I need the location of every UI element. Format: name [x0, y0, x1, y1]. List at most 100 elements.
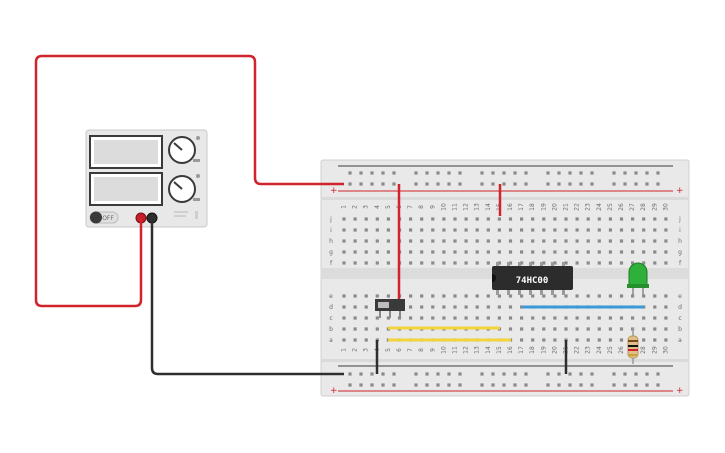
hole[interactable] [597, 239, 601, 243]
rail-hole[interactable] [634, 182, 638, 186]
hole[interactable] [653, 316, 657, 320]
rail-hole[interactable] [480, 372, 484, 376]
hole[interactable] [531, 239, 535, 243]
rail-hole[interactable] [645, 372, 649, 376]
hole[interactable] [586, 217, 590, 221]
hole[interactable] [542, 327, 546, 331]
rail-hole[interactable] [568, 372, 572, 376]
hole[interactable] [520, 316, 524, 320]
rail-hole[interactable] [524, 383, 528, 387]
rail-hole[interactable] [491, 182, 495, 186]
hole[interactable] [586, 338, 590, 342]
hole[interactable] [420, 239, 424, 243]
hole[interactable] [531, 217, 535, 221]
hole[interactable] [575, 338, 579, 342]
hole[interactable] [575, 316, 579, 320]
rail-hole[interactable] [634, 383, 638, 387]
rail-hole[interactable] [656, 171, 660, 175]
hole[interactable] [619, 228, 624, 232]
rail-hole[interactable] [546, 171, 550, 175]
rail-hole[interactable] [359, 171, 363, 175]
hole[interactable] [642, 250, 646, 254]
hole[interactable] [464, 294, 468, 298]
hole[interactable] [420, 294, 424, 298]
rail-hole[interactable] [392, 372, 396, 376]
hole[interactable] [575, 294, 579, 298]
hole[interactable] [497, 250, 501, 254]
hole[interactable] [486, 239, 490, 243]
hole[interactable] [508, 261, 513, 265]
rail-hole[interactable] [480, 383, 484, 387]
hole[interactable] [520, 294, 524, 298]
hole[interactable] [386, 261, 390, 265]
hole[interactable] [353, 305, 357, 309]
hole[interactable] [542, 294, 546, 298]
hole[interactable] [375, 239, 379, 243]
rail-hole[interactable] [557, 182, 561, 186]
hole[interactable] [597, 316, 601, 320]
hole[interactable] [608, 316, 612, 320]
rail-hole[interactable] [348, 182, 352, 186]
hole[interactable] [597, 228, 601, 232]
hole[interactable] [520, 305, 524, 309]
rail-hole[interactable] [447, 383, 451, 387]
hole[interactable] [375, 294, 379, 298]
hole[interactable] [364, 261, 368, 265]
rail-hole[interactable] [436, 383, 440, 387]
hole[interactable] [642, 338, 646, 342]
hole[interactable] [386, 316, 390, 320]
rail-hole[interactable] [590, 171, 594, 175]
hole[interactable] [520, 327, 524, 331]
hole[interactable] [631, 250, 635, 254]
hole[interactable] [442, 217, 446, 221]
hole[interactable] [531, 228, 535, 232]
hole[interactable] [642, 327, 646, 331]
hole[interactable] [531, 261, 535, 265]
hole[interactable] [409, 239, 413, 243]
rail-hole[interactable] [612, 182, 616, 186]
hole[interactable] [664, 261, 668, 265]
hole[interactable] [364, 250, 368, 254]
hole[interactable] [375, 261, 379, 265]
rail-hole[interactable] [370, 372, 374, 376]
hole[interactable] [453, 239, 457, 243]
hole[interactable] [409, 294, 413, 298]
hole[interactable] [619, 217, 624, 221]
resistor-icon[interactable] [627, 328, 639, 364]
rail-hole[interactable] [645, 383, 649, 387]
hole[interactable] [586, 250, 590, 254]
hole[interactable] [431, 250, 435, 254]
rail-hole[interactable] [425, 182, 429, 186]
hole[interactable] [586, 294, 590, 298]
hole[interactable] [553, 228, 557, 232]
hole[interactable] [497, 228, 501, 232]
hole[interactable] [542, 316, 546, 320]
rail-hole[interactable] [414, 171, 418, 175]
hole[interactable] [442, 316, 446, 320]
hole[interactable] [619, 239, 624, 243]
hole[interactable] [608, 217, 612, 221]
hole[interactable] [475, 217, 479, 221]
hole[interactable] [409, 316, 413, 320]
hole[interactable] [409, 250, 413, 254]
rail-hole[interactable] [359, 383, 363, 387]
rail-hole[interactable] [524, 372, 528, 376]
hole[interactable] [353, 217, 357, 221]
rail-hole[interactable] [502, 171, 506, 175]
rail-hole[interactable] [359, 372, 363, 376]
hole[interactable] [520, 217, 524, 221]
rail-hole[interactable] [458, 372, 462, 376]
black-supply-wire[interactable] [150, 218, 344, 376]
hole[interactable] [342, 294, 346, 298]
rail-hole[interactable] [502, 182, 506, 186]
hole[interactable] [508, 327, 513, 331]
hole[interactable] [575, 239, 579, 243]
hole[interactable] [508, 305, 513, 309]
hole[interactable] [575, 250, 579, 254]
hole[interactable] [597, 294, 601, 298]
hole[interactable] [664, 228, 668, 232]
rail-hole[interactable] [480, 171, 484, 175]
hole[interactable] [497, 305, 501, 309]
power-supply[interactable]: OFF [85, 129, 208, 228]
hole[interactable] [597, 261, 601, 265]
